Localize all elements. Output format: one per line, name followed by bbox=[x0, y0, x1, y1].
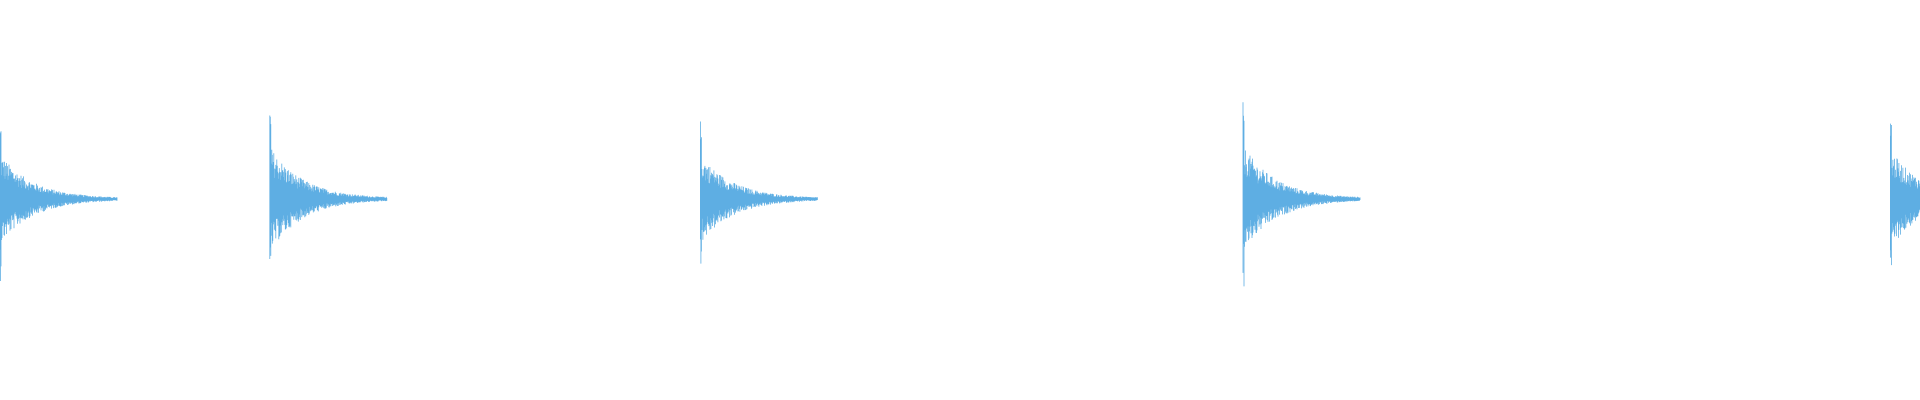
transient-2-samples bbox=[269, 115, 388, 259]
transient-4 bbox=[1242, 102, 1361, 287]
transient-3-samples bbox=[700, 121, 818, 264]
transient-2 bbox=[269, 115, 388, 259]
transient-1 bbox=[0, 131, 118, 281]
waveform-layer bbox=[0, 102, 1920, 287]
transient-1-samples bbox=[0, 131, 118, 281]
transient-5 bbox=[1890, 123, 1920, 266]
transient-5-samples bbox=[1890, 123, 1920, 266]
transient-3 bbox=[700, 121, 818, 264]
transient-4-samples bbox=[1242, 102, 1361, 287]
